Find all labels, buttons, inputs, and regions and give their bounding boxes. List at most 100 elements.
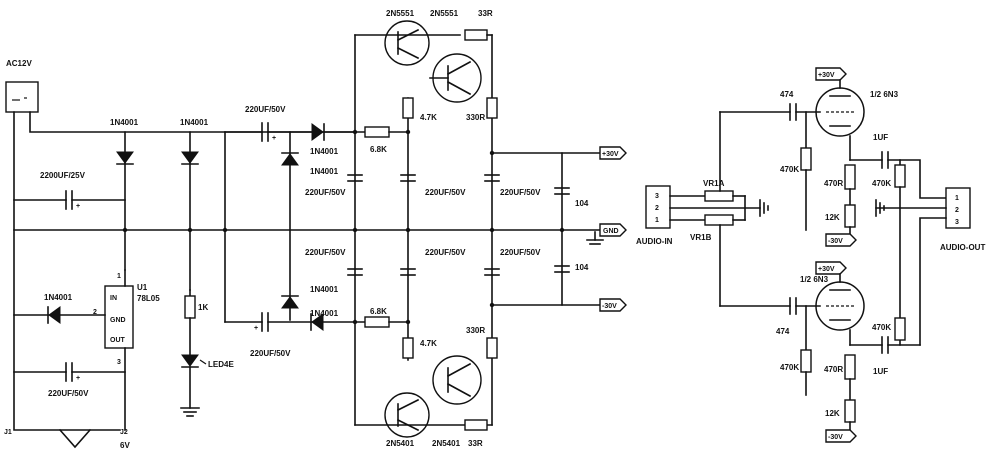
- svg-text:OUT: OUT: [110, 337, 126, 344]
- audio-out-connector: [945, 187, 971, 229]
- svg-text:220UF/50V: 220UF/50V: [245, 105, 286, 114]
- junction-dots: [122, 129, 565, 325]
- svg-text:3: 3: [117, 359, 121, 366]
- tube-bottom-plus30v: [815, 261, 847, 275]
- svg-text:+: +: [76, 375, 80, 382]
- svg-text:1: 1: [117, 273, 121, 280]
- svg-text:J2: J2: [120, 429, 128, 436]
- tube-stage-bottom: 474 470K 1/2 6N3 +30V 470R 12K -30V 1UF …: [719, 261, 921, 443]
- svg-text:+: +: [272, 135, 276, 142]
- diode-1n4001-a-label: 1N4001: [110, 118, 139, 127]
- svg-text:1: 1: [955, 195, 959, 202]
- svg-text:LED4E: LED4E: [208, 360, 234, 369]
- svg-text:1: 1: [655, 217, 659, 224]
- transistor-2n5551-a: [384, 20, 430, 66]
- resistor-1k: [184, 295, 196, 319]
- six-volt-label: 6V: [120, 441, 130, 450]
- svg-text:+: +: [76, 203, 80, 210]
- bridge-diode-right: 1N4001: [180, 118, 209, 291]
- svg-text:1UF: 1UF: [873, 367, 888, 376]
- svg-text:1N4001: 1N4001: [310, 167, 339, 176]
- svg-text:1N4001: 1N4001: [44, 293, 73, 302]
- transistor-2n5401-a: [384, 392, 430, 438]
- svg-text:220UF/50V: 220UF/50V: [425, 188, 466, 197]
- tube-top-plus30v: [815, 67, 847, 81]
- svg-text:IN: IN: [110, 295, 117, 302]
- svg-text:1N4001: 1N4001: [310, 309, 339, 318]
- svg-text:220UF/50V: 220UF/50V: [500, 248, 541, 257]
- potentiometer-vr1a[interactable]: [704, 190, 734, 202]
- six-volt-output: J1 J2 6V: [4, 428, 130, 450]
- doubler-upper: 220UF/50V + 1N4001 1N4001 6.8K: [224, 105, 409, 323]
- minus-30v-terminal: [599, 298, 627, 312]
- svg-text:6.8K: 6.8K: [370, 307, 387, 316]
- audio-output-block: 1 2 3 AUDIO-OUT: [875, 187, 985, 346]
- svg-text:470K: 470K: [780, 165, 799, 174]
- u1-part-label: 78L05: [137, 294, 160, 303]
- audio-in-label: AUDIO-IN: [636, 237, 673, 246]
- svg-text:470K: 470K: [872, 323, 891, 332]
- svg-text:220UF/50V: 220UF/50V: [250, 349, 291, 358]
- svg-text:2: 2: [655, 205, 659, 212]
- svg-text:GND: GND: [603, 228, 619, 235]
- svg-text:2N5401: 2N5401: [386, 439, 415, 448]
- led-indicator-branch: 1K LED4E: [180, 289, 234, 417]
- potentiometer-vr1b[interactable]: [704, 214, 734, 226]
- audio-out-label: AUDIO-OUT: [940, 243, 985, 252]
- tube-top-minus30v: [825, 233, 857, 247]
- svg-text:470K: 470K: [780, 363, 799, 372]
- svg-text:1N4001: 1N4001: [310, 285, 339, 294]
- svg-text:VR1B: VR1B: [690, 233, 712, 242]
- svg-text:+30V: +30V: [602, 151, 619, 158]
- tube-stage-top: 474 470K 1/2 6N3 +30V 470R 12K -30V 1UF …: [719, 67, 947, 346]
- svg-text:470K: 470K: [872, 179, 891, 188]
- svg-text:2: 2: [93, 309, 97, 316]
- svg-text:6.8K: 6.8K: [370, 145, 387, 154]
- tube-bottom-minus30v: [825, 429, 857, 443]
- svg-text:1/2 6N3: 1/2 6N3: [870, 90, 899, 99]
- audio-input-block: 3 2 1 AUDIO-IN VR1A VR1B: [636, 111, 769, 307]
- ac12v-label: AC12V: [6, 59, 32, 68]
- svg-text:3: 3: [655, 193, 659, 200]
- u1-body: [104, 285, 134, 349]
- led-icon: [181, 354, 199, 367]
- plus-30v-terminal: [599, 146, 627, 160]
- svg-text:470R: 470R: [824, 365, 843, 374]
- audio-in-connector: [645, 185, 671, 229]
- svg-text:330R: 330R: [466, 113, 485, 122]
- svg-text:2N5551: 2N5551: [430, 9, 459, 18]
- svg-text:VR1A: VR1A: [703, 179, 725, 188]
- diode-1n4001-regulator: 1N4001: [13, 293, 106, 324]
- svg-text:12K: 12K: [825, 409, 840, 418]
- svg-text:+30V: +30V: [818, 72, 835, 79]
- svg-text:330R: 330R: [466, 326, 485, 335]
- svg-text:33R: 33R: [468, 439, 483, 448]
- svg-text:104: 104: [575, 263, 589, 272]
- svg-text:-30V: -30V: [828, 434, 843, 441]
- svg-text:220UF/50V: 220UF/50V: [305, 248, 346, 257]
- svg-text:474: 474: [780, 90, 794, 99]
- svg-text:220UF/50V: 220UF/50V: [305, 188, 346, 197]
- transistor-2n5401-b: [432, 355, 482, 405]
- gnd-terminal: [599, 223, 627, 237]
- svg-text:+30V: +30V: [818, 266, 835, 273]
- svg-text:220UF/50V: 220UF/50V: [500, 188, 541, 197]
- svg-text:220UF/50V: 220UF/50V: [48, 389, 89, 398]
- svg-text:1/2 6N3: 1/2 6N3: [800, 275, 829, 284]
- svg-text:2N5401: 2N5401: [432, 439, 461, 448]
- svg-text:33R: 33R: [478, 9, 493, 18]
- doubler-lower: 220UF/50V + 1N4001 1N4001 6.8K: [224, 285, 409, 358]
- svg-text:474: 474: [776, 327, 790, 336]
- svg-text:2N5551: 2N5551: [386, 9, 415, 18]
- cap-2200uf-label: 2200UF/25V: [40, 171, 86, 180]
- svg-text:1UF: 1UF: [873, 133, 888, 142]
- svg-text:470R: 470R: [824, 179, 843, 188]
- u1-label: U1: [137, 283, 148, 292]
- upper-pass-transistors: 2N5551 2N5551 33R 4.7K 330R: [354, 9, 498, 122]
- svg-text:GND: GND: [110, 317, 126, 324]
- svg-text:4.7K: 4.7K: [420, 113, 437, 122]
- svg-text:1N4001: 1N4001: [310, 147, 339, 156]
- svg-text:2: 2: [955, 207, 959, 214]
